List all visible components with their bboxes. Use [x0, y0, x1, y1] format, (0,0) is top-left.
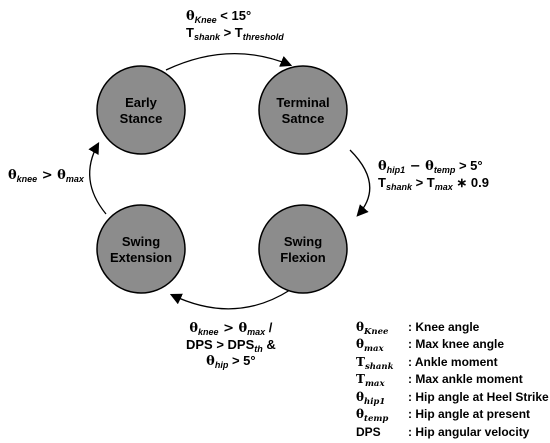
state-early-stance-line1: Early	[125, 95, 158, 110]
state-early-stance: Early Stance	[96, 65, 186, 155]
state-terminal-stance-line2: Satnce	[282, 111, 325, 126]
cond-subscript: hip1	[386, 165, 406, 175]
legend-row: θKnee : Knee angle	[356, 318, 549, 336]
cond-symbol: θ	[186, 9, 195, 24]
legend-symbol: θ	[356, 389, 365, 404]
state-early-stance-line2: Stance	[120, 111, 163, 126]
legend-row: θtemp : Hip angle at present	[356, 406, 549, 425]
cond-text: &	[262, 337, 276, 352]
state-terminal-stance-line1: Terminal	[276, 95, 329, 110]
state-swing-extension-line2: Extension	[110, 250, 172, 265]
cond-text: /	[265, 320, 273, 335]
legend-description: : Hip angle at present	[408, 407, 531, 422]
legend-row: Tmax : Max ankle moment	[356, 371, 549, 390]
cond-text: > T	[219, 25, 243, 40]
legend-symbol: T	[356, 354, 365, 369]
transition-arrow-flexion-to-extension	[169, 289, 291, 310]
cond-text-mid: > T	[411, 175, 435, 190]
cond-text: > 5°	[228, 353, 256, 368]
legend-row: DPS : Hip angular velocity	[356, 423, 549, 441]
cond-text: < 15°	[216, 8, 252, 23]
cond-subscript: Knee	[194, 15, 217, 25]
legend-description: : Knee angle	[408, 319, 480, 334]
cond-symbol: θ	[189, 321, 199, 336]
state-swing-flexion-line2: Flexion	[280, 250, 326, 265]
transition-arrow-early-to-terminal	[165, 53, 293, 71]
legend-description: : Max ankle moment	[408, 372, 523, 387]
condition-terminal-to-flexion: θhip1 − θtemp > 5° Tshank > Tmax ∗ 0.9	[378, 158, 489, 192]
legend-description: : Hip angle at Heel Strike	[408, 389, 549, 404]
legend-symbol: DPS	[356, 424, 381, 439]
legend-subscript: shank	[364, 361, 394, 372]
legend-symbol: θ	[356, 319, 365, 334]
cond-subscript-2: max	[65, 174, 84, 184]
cond-text-pre: DPS > DPS	[186, 337, 255, 352]
legend: θKnee : Knee angle θmax : Max knee angle…	[356, 318, 549, 441]
cond-subscript: knee	[16, 174, 38, 184]
legend-row: θhip1 : Hip angle at Heel Strike	[356, 388, 549, 406]
state-swing-flexion-line1: Swing	[284, 234, 322, 249]
condition-early-to-terminal: θKnee < 15° Tshank > Tthreshold	[186, 8, 284, 42]
cond-symbol: θ	[8, 168, 17, 183]
legend-description: : Hip angular velocity	[408, 424, 530, 439]
legend-row: Tshank : Ankle moment	[356, 353, 549, 371]
cond-subscript: knee	[198, 327, 219, 337]
cond-text-mid: > θ	[218, 321, 248, 336]
legend-subscript: hip1	[364, 396, 386, 407]
cond-symbol: T	[186, 25, 194, 40]
cond-subscript-2: max	[247, 327, 266, 337]
cond-subscript: shank	[385, 182, 412, 192]
cond-subscript: shank	[193, 32, 220, 42]
legend-description: : Ankle moment	[408, 354, 498, 369]
cond-symbol: θ	[206, 354, 215, 369]
cond-subscript: th	[254, 344, 263, 354]
legend-subscript: max	[364, 344, 384, 355]
cond-symbol: T	[378, 175, 386, 190]
cond-text-mid: − θ	[405, 159, 434, 174]
condition-extension-to-early: θknee > θmax	[8, 167, 84, 184]
state-swing-extension: Swing Extension	[96, 204, 186, 294]
legend-symbol: T	[356, 372, 365, 387]
cond-symbol: θ	[378, 159, 387, 174]
transition-arrow-terminal-to-flexion	[349, 149, 371, 217]
legend-subscript: Knee	[364, 326, 389, 337]
cond-text-mid: > θ	[37, 168, 66, 183]
cond-text: > 5°	[455, 158, 483, 173]
state-swing-extension-line1: Swing	[122, 234, 160, 249]
cond-subscript: hip	[214, 360, 229, 370]
cond-subscript-2: threshold	[242, 32, 284, 42]
cond-text: ∗ 0.9	[452, 175, 489, 190]
legend-subscript: max	[364, 379, 385, 390]
legend-subscript: temp	[364, 414, 389, 425]
state-terminal-stance: Terminal Satnce	[258, 65, 348, 155]
legend-description: : Max knee angle	[408, 337, 505, 352]
condition-flexion-to-extension: θknee > θmax / DPS > DPSth & θhip > 5°	[186, 320, 276, 370]
transition-arrow-extension-to-early	[88, 141, 107, 215]
legend-row: θmax : Max knee angle	[356, 336, 549, 355]
cond-subscript-2: temp	[433, 165, 456, 175]
state-swing-flexion: Swing Flexion	[258, 204, 348, 294]
cond-subscript-2: max	[434, 182, 453, 192]
legend-symbol: θ	[356, 337, 365, 352]
legend-symbol: θ	[356, 407, 365, 422]
